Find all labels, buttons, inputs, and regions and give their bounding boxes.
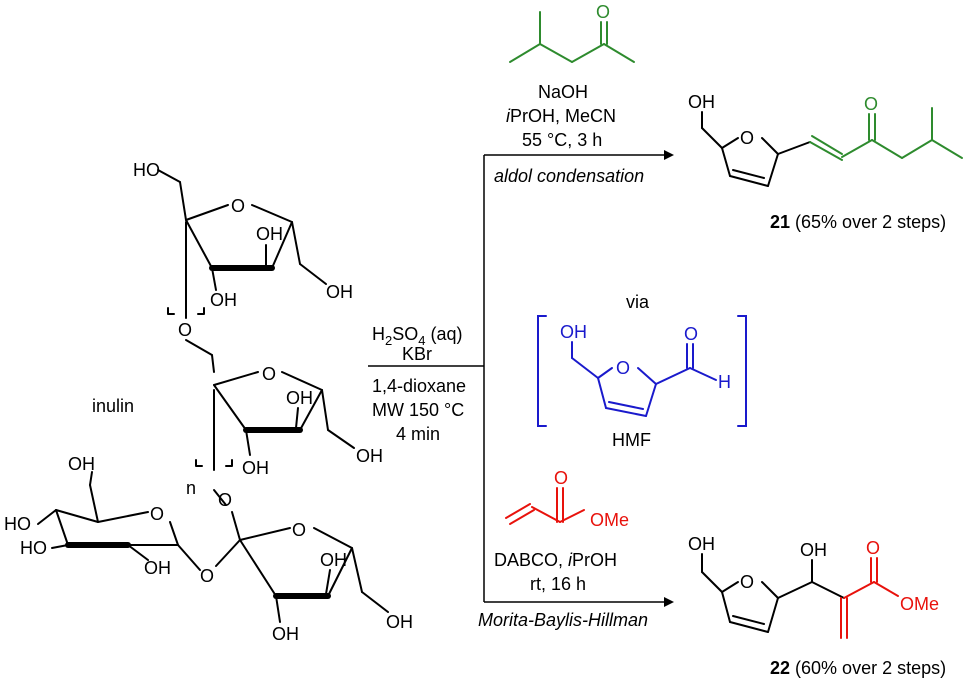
methoxy-label: OMe [900,594,939,614]
glycosidic-oxygen: O [218,490,232,510]
product-21-structure [701,107,963,187]
bottom-temperature-time: rt, 16 h [530,574,586,594]
salt-reagent: KBr [402,344,432,364]
methyl-isobutyl-ketone [509,11,635,63]
aldehyde-oxygen: O [684,324,698,344]
fructose-unit-3 [215,511,389,623]
top-temperature-time: 55 °C, 3 h [522,130,602,150]
ring-oxygen: O [231,196,245,216]
carbonyl-oxygen: O [596,2,610,22]
top-reaction-type: aldol condensation [494,166,644,186]
atom-label: OH [272,624,299,644]
ketone-oxygen: O [864,94,878,114]
temperature: MW 150 °C [372,400,464,420]
furan-oxygen: O [740,128,754,148]
atom-label: OH [286,388,313,408]
product-21-caption: 21 (65% over 2 steps) [770,212,946,232]
inulin-label: inulin [92,396,134,416]
furan-oxygen: O [616,358,630,378]
reaction-arrows [368,150,674,607]
repeat-index: n [186,478,196,498]
hydroxyl-label: OH [688,534,715,554]
fructose-unit-1 [157,169,327,373]
glucose-unit [37,471,201,571]
acid-reagent: H2SO4 (aq) [372,324,463,348]
fructose-unit-2 [213,371,355,506]
via-label: via [626,292,650,312]
aldehyde-hydrogen: H [718,372,731,392]
bottom-reagents: DABCO, iPrOH [494,550,617,570]
atom-label: OH [68,454,95,474]
product-22-caption: 22 (60% over 2 steps) [770,658,946,678]
methoxy-label: OMe [590,510,629,530]
inulin-structure: HO O OH OH OH O O OH OH OH n O [4,160,413,644]
atom-label: OH [326,282,353,302]
atom-label: OH [320,550,347,570]
atom-label: HO [133,160,160,180]
hydroxyl-label: OH [688,92,715,112]
hydroxyl-label: OH [800,540,827,560]
hmf-label: HMF [612,430,651,450]
glycosidic-oxygen: O [178,320,192,340]
hydroxyl-label: OH [560,322,587,342]
atom-label: OH [386,612,413,632]
reaction-time: 4 min [396,424,440,444]
solvent: 1,4-dioxane [372,376,466,396]
furan-oxygen: O [740,572,754,592]
atom-label: HO [20,538,47,558]
atom-label: HO [4,514,31,534]
ring-oxygen: O [292,520,306,540]
atom-label: OH [144,558,171,578]
base-reagent: NaOH [538,82,588,102]
ring-oxygen: O [150,504,164,524]
product-22-structure [701,553,899,639]
top-solvents: iPrOH, MeCN [506,106,616,126]
atom-label: OH [210,290,237,310]
ester-oxygen: O [866,538,880,558]
ring-oxygen: O [262,364,276,384]
carbonyl-oxygen: O [554,468,568,488]
hmf-structure [571,341,717,417]
atom-label: OH [256,224,283,244]
glycosidic-oxygen: O [200,566,214,586]
atom-label: OH [356,446,383,466]
methyl-acrylate [505,487,585,525]
bottom-reaction-type: Morita-Baylis-Hillman [478,610,648,630]
atom-label: OH [242,458,269,478]
